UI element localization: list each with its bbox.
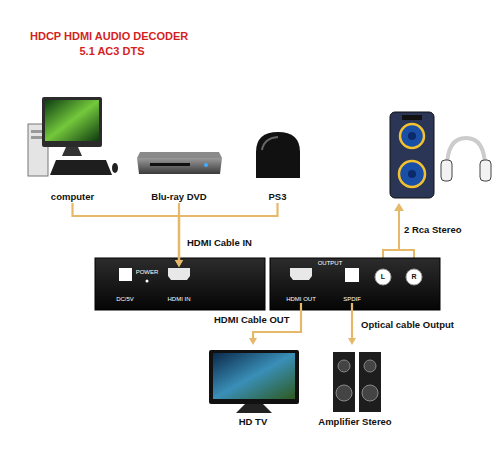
arrow-head bbox=[249, 338, 257, 345]
cable-line bbox=[179, 203, 278, 260]
diagram-title: HDCP HDMI AUDIO DECODER bbox=[30, 30, 188, 43]
arrow-head bbox=[175, 260, 183, 267]
front-panel-illustration bbox=[95, 258, 265, 310]
hdmi-out-port-label: HDMI OUT bbox=[286, 296, 316, 303]
cable-label: HDMI Cable IN bbox=[185, 237, 254, 249]
hdtv-device-label: HD TV bbox=[239, 416, 268, 428]
hdmi-in-port-label: HDMI IN bbox=[168, 296, 191, 303]
decoder-back-panel-text: L bbox=[381, 273, 385, 281]
amplifier-device-label: Amplifier Stereo bbox=[318, 416, 391, 428]
decoder-back-panel-text-holder: OUTPUT bbox=[318, 260, 343, 267]
decoder-back-panel-text: R bbox=[411, 273, 416, 281]
ps3-illustration bbox=[256, 132, 300, 178]
cable-label: HDMI Cable OUT bbox=[212, 314, 291, 326]
arrow-head bbox=[175, 260, 183, 267]
cable-line bbox=[351, 303, 353, 338]
decoder-front-panel: DC/5V POWER HDMI IN bbox=[95, 258, 265, 310]
decoder-back-panel-text: OUTPUT bbox=[318, 260, 343, 267]
decoder-front-panel-text: POWER bbox=[136, 269, 159, 276]
cable-label-holder: HDMI Cable OUT bbox=[212, 314, 291, 326]
computer-device-label: computer bbox=[51, 191, 94, 203]
cable-connector bbox=[348, 303, 356, 345]
back-panel-illustration bbox=[270, 258, 440, 310]
decoder-back-panel-text-holder: L bbox=[381, 273, 385, 281]
arrow-head bbox=[348, 338, 356, 345]
cable-note: 2 Rca Stereo bbox=[404, 224, 462, 236]
bluray-device: Blu-ray DVD bbox=[134, 148, 224, 203]
cable-connector bbox=[175, 203, 278, 267]
decoder-front-panel-text-holder: POWER bbox=[136, 269, 159, 276]
bluray-illustration bbox=[137, 152, 222, 174]
hdtv-device: HD TV bbox=[205, 345, 301, 428]
speaker-illustration bbox=[390, 112, 434, 198]
amplifier-illustration bbox=[333, 352, 381, 412]
ps3-device: PS3 bbox=[250, 128, 305, 203]
arrow-head bbox=[175, 260, 183, 267]
headphones-illustration bbox=[441, 138, 491, 181]
cable-line bbox=[73, 203, 180, 260]
spdif-port: SPDIF bbox=[338, 268, 366, 303]
ps3-device-label: PS3 bbox=[269, 191, 287, 203]
subtitle-formats: 5.1 AC3 DTS bbox=[79, 45, 144, 58]
hdmi-out-port: HDMI OUT bbox=[284, 267, 318, 303]
cable-note-holder: 2 Rca Stereo bbox=[404, 224, 462, 236]
subtitle-formats-holder: 5.1 AC3 DTS bbox=[79, 45, 144, 58]
tv-illustration bbox=[209, 350, 299, 413]
spdif-port-label: SPDIF bbox=[343, 296, 361, 303]
computer-device: computer bbox=[25, 95, 120, 203]
decoder-back-panel-text-holder: R bbox=[411, 273, 416, 281]
computer-illustration bbox=[28, 97, 118, 176]
cable-connector bbox=[73, 203, 184, 267]
decoder-front-panel-text: DC/5V bbox=[116, 296, 134, 303]
hdmi-in-port: HDMI IN bbox=[164, 267, 194, 303]
decoder-front-panel-text-holder: DC/5V bbox=[116, 296, 134, 303]
bluray-device-label: Blu-ray DVD bbox=[151, 191, 206, 203]
cable-label: Optical cable Output bbox=[359, 319, 456, 331]
amplifier-device: Amplifier Stereo bbox=[312, 345, 398, 428]
diagram-title-holder: HDCP HDMI AUDIO DECODER bbox=[30, 30, 188, 43]
cable-label-holder: Optical cable Output bbox=[359, 319, 456, 331]
decoder-back-panel: OUTPUT L R HDMI OUT SPDIF bbox=[270, 258, 440, 310]
cable-label-holder: HDMI Cable IN bbox=[185, 237, 254, 249]
